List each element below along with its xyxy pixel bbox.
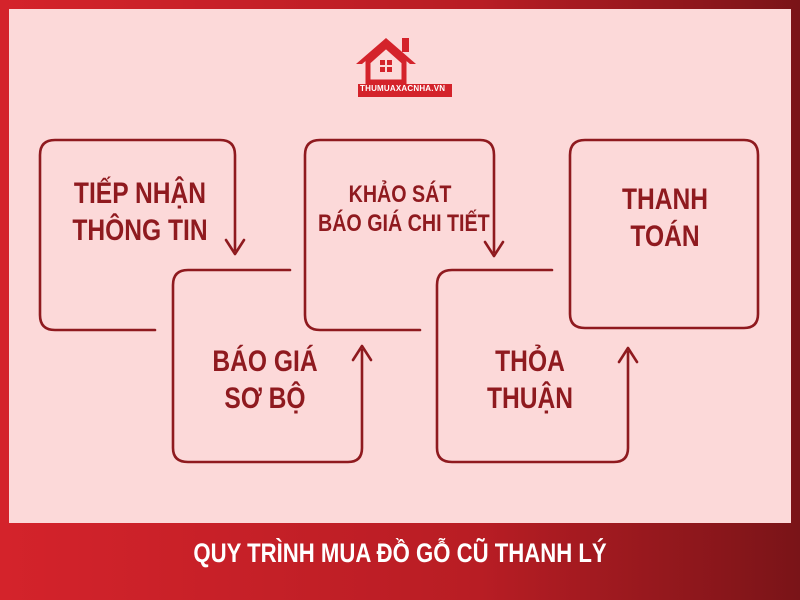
step-5-label: THANH TOÁN — [621, 183, 709, 253]
banner-title: QUY TRÌNH MUA ĐỒ GỖ CŨ THANH LÝ — [193, 537, 607, 568]
step-2-label: BÁO GIÁ SƠ BỘ — [212, 345, 318, 415]
arrow-down-1 — [224, 238, 246, 256]
box-step-2 — [171, 268, 364, 464]
house-logo-icon — [356, 38, 452, 97]
step-4-label: THỎA THUẬN — [486, 345, 574, 415]
title-banner: QUY TRÌNH MUA ĐỒ GỖ CŨ THANH LÝ — [0, 523, 800, 583]
arrow-up-4 — [617, 346, 639, 364]
logo-text: THUMUAXACNHA.VN — [360, 84, 446, 93]
arrow-down-3 — [483, 240, 505, 258]
box-step-4 — [435, 268, 630, 464]
step-1-label: TIẾP NHẬN THÔNG TIN — [72, 177, 208, 247]
bottom-strip — [0, 583, 800, 600]
box-step-5 — [568, 138, 760, 330]
box-step-3 — [303, 138, 496, 332]
box-step-1 — [38, 138, 237, 332]
step-3-label: KHẢO SÁT BÁO GIÁ CHI TIẾT — [318, 181, 490, 238]
arrow-up-2 — [351, 344, 373, 362]
